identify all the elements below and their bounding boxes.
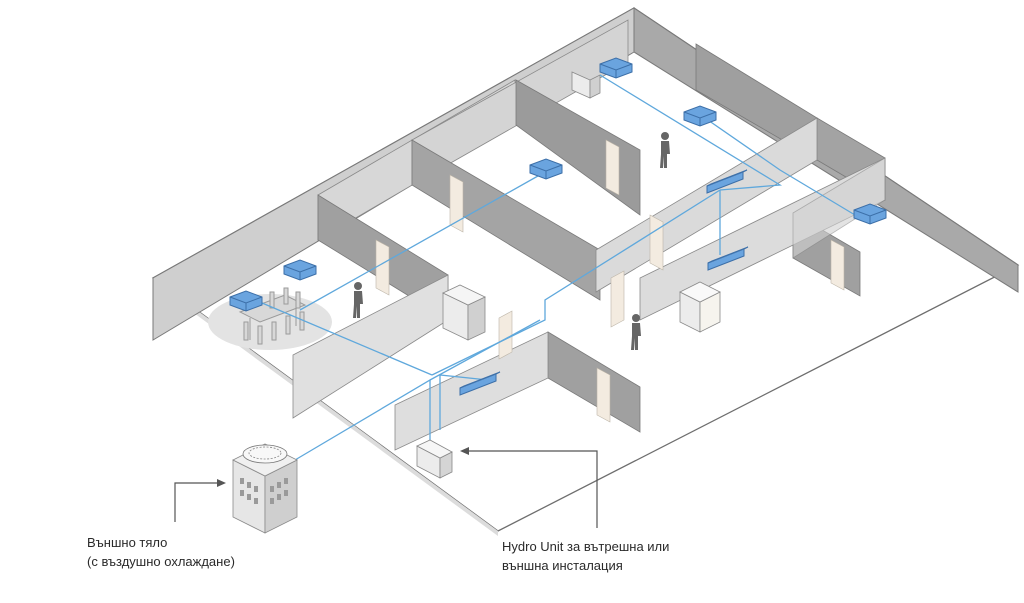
arrow-icon: [217, 479, 226, 487]
door: [498, 310, 513, 360]
arrow-icon: [460, 447, 469, 455]
door: [649, 214, 664, 271]
callout-outdoor: [174, 482, 218, 522]
meeting-table: [238, 287, 307, 345]
partition-7: [792, 157, 886, 259]
outdoor-unit-label: Външно тяло (с въздушно охлаждане): [87, 533, 235, 571]
hydro-unit-label-line2: външна инсталация: [502, 558, 623, 573]
door: [449, 174, 464, 233]
door: [375, 239, 390, 296]
cabinet: [442, 284, 486, 341]
hydro-unit-label: Hydro Unit за вътрешна или външна инстал…: [502, 537, 669, 575]
door: [596, 367, 611, 423]
hydro-unit: [416, 439, 453, 479]
door: [610, 270, 625, 328]
cabinet: [679, 281, 721, 333]
door: [830, 239, 845, 291]
outdoor-unit-label-line2: (с въздушно охлаждане): [87, 554, 235, 569]
outdoor-unit-label-line1: Външно тяло: [87, 535, 168, 550]
hydro-unit-label-line1: Hydro Unit за вътрешна или: [502, 539, 670, 554]
callout-hydro: [468, 450, 598, 528]
outdoor-unit: [232, 443, 298, 534]
door: [605, 139, 620, 196]
cabinet: [571, 71, 601, 99]
refrigerant-piping: [254, 74, 861, 461]
